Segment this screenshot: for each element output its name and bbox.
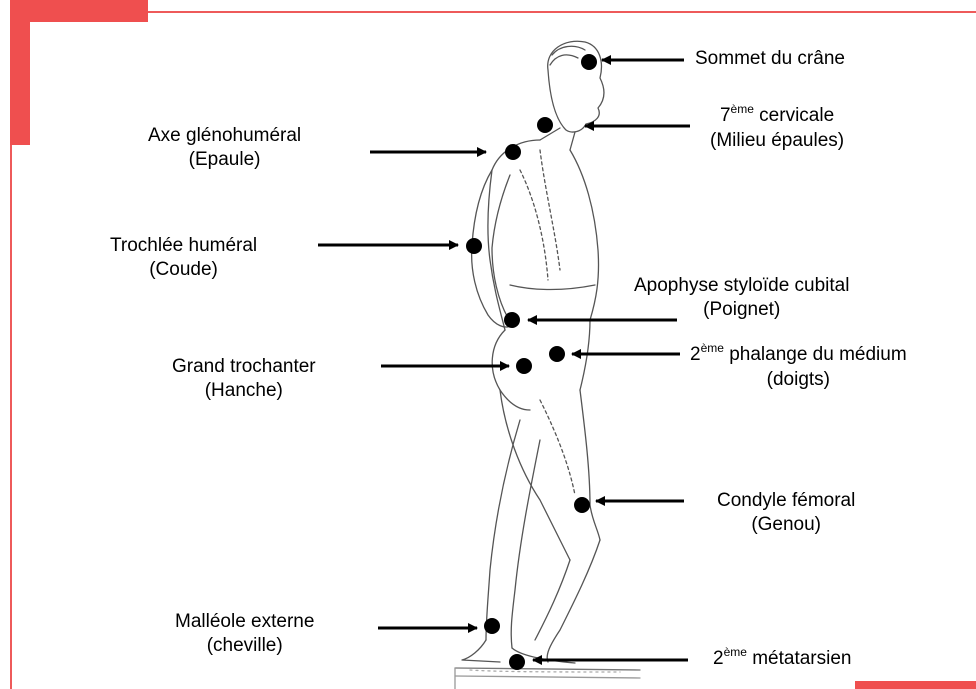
marker-cervicale (537, 117, 553, 133)
label-7eme-cervicale: 7ème cervicale (Milieu épaules) (710, 104, 844, 153)
label-apophyse-styloide-cubital: Apophyse styloïde cubital (Poignet) (634, 274, 849, 322)
marker-hanche (516, 358, 532, 374)
marker-sommet (581, 54, 597, 70)
marker-poignet (504, 312, 520, 328)
label-2eme-metatarsien: 2ème métatarsien (713, 647, 851, 672)
marker-coude (466, 238, 482, 254)
label-trochlee-humeral: Trochlée huméral (Coude) (110, 234, 257, 282)
label-axe-glenohumeral: Axe glénohuméral (Epaule) (148, 124, 301, 172)
marker-genou (574, 497, 590, 513)
label-sommet-du-crane: Sommet du crâne (695, 47, 845, 71)
label-2eme-phalange-du-medium: 2ème phalange du médium (doigts) (690, 343, 907, 392)
label-grand-trochanter: Grand trochanter (Hanche) (172, 355, 316, 403)
label-malleole-externe: Malléole externe (cheville) (175, 610, 314, 658)
marker-cheville (484, 618, 500, 634)
marker-epaule (505, 144, 521, 160)
label-condyle-femoral: Condyle fémoral (Genou) (717, 489, 855, 537)
marker-doigts (549, 346, 565, 362)
marker-metatarsien (509, 654, 525, 670)
